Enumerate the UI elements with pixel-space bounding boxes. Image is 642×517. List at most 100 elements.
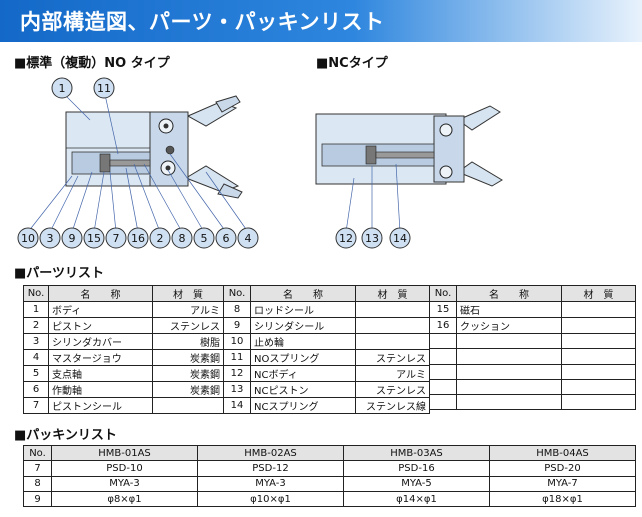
callout-number: 12	[339, 232, 353, 245]
callout-number: 16	[131, 232, 145, 245]
nc-type-heading: ■NCタイプ	[316, 56, 388, 71]
nc-lower-jaw	[456, 161, 503, 187]
part-no: 13	[223, 381, 251, 398]
packing-part: PSD-20	[489, 460, 636, 477]
packing-part: MYA-7	[489, 475, 636, 492]
col-header-model: HMB-01AS	[51, 444, 198, 462]
part-no: 10	[223, 333, 251, 350]
packing-part: MYA-3	[197, 475, 344, 492]
part-material: ステンレス	[355, 381, 430, 398]
callout-number: 2	[157, 232, 164, 245]
empty-cell	[561, 394, 636, 411]
col-header-material: 材 質	[152, 285, 224, 302]
part-material	[561, 317, 636, 334]
callout-number: 4	[245, 232, 252, 245]
empty-cell	[456, 348, 562, 365]
part-name: NCボディ	[250, 365, 356, 382]
part-name: 止め輪	[250, 333, 356, 350]
col-header-material: 材 質	[355, 285, 430, 302]
callout-bubble: 9	[61, 227, 83, 249]
callout-bubble: 10	[17, 227, 39, 249]
piston	[99, 153, 111, 173]
col-header-model: HMB-04AS	[489, 444, 636, 462]
part-material: 炭素鋼	[152, 365, 224, 382]
empty-cell	[429, 363, 457, 380]
nc-piston	[365, 145, 377, 165]
part-name: ロッドシール	[250, 301, 356, 318]
part-no: 2	[23, 317, 49, 334]
part-material: ステンレス	[152, 317, 224, 334]
part-no: 4	[23, 349, 49, 366]
packing-part: φ18×φ1	[489, 490, 636, 508]
packing-part: φ14×φ1	[343, 490, 490, 508]
col-header-no: No.	[23, 444, 52, 462]
empty-cell	[561, 378, 636, 396]
packing-part: PSD-16	[343, 460, 490, 477]
table-row	[429, 348, 636, 365]
nc-type-diagram: 12 13 14	[315, 105, 503, 249]
packing-part: φ8×φ1	[51, 490, 198, 508]
part-no: 7	[23, 397, 49, 414]
empty-cell	[456, 378, 562, 396]
empty-cell	[429, 394, 457, 411]
col-header-no: No.	[429, 285, 457, 302]
part-name: NOスプリング	[250, 349, 356, 366]
part-material	[355, 317, 430, 334]
part-no: 16	[429, 317, 457, 334]
part-no: 11	[223, 349, 251, 366]
part-name: ピストン	[48, 317, 153, 334]
part-name: ピストンシール	[48, 397, 153, 414]
callout-number: 6	[223, 232, 230, 245]
title-banner: 内部構造図、パーツ・パッキンリスト	[0, 0, 642, 42]
table-row	[429, 332, 636, 350]
empty-cell	[456, 363, 562, 380]
col-header-model: HMB-02AS	[197, 444, 344, 462]
nc-pivot-lower	[439, 165, 453, 179]
packing-part: MYA-3	[51, 475, 198, 492]
part-no: 3	[23, 333, 49, 350]
packing-no: 9	[23, 490, 52, 508]
lower-finger	[217, 183, 243, 199]
no-type-heading: ■標準（複動）NO タイプ	[14, 56, 170, 71]
nc-upper-jaw	[456, 105, 501, 131]
empty-cell	[429, 332, 457, 350]
part-no: 15	[429, 301, 457, 318]
part-name: マスタージョウ	[48, 349, 153, 366]
callout-bubble: 11	[93, 77, 115, 99]
packing-heading: ■パッキンリスト	[14, 428, 117, 443]
col-header-name: 名 称	[456, 285, 562, 302]
empty-cell	[561, 363, 636, 380]
part-name: シリンダカバー	[48, 333, 153, 350]
col-header-model: HMB-03AS	[343, 444, 490, 462]
callout-number: 13	[365, 232, 379, 245]
col-header-name: 名 称	[48, 285, 153, 302]
packing-no: 7	[23, 460, 52, 477]
empty-cell	[429, 378, 457, 396]
callout-bubble: 3	[39, 227, 61, 249]
part-material: 炭素鋼	[152, 381, 224, 398]
part-material: 樹脂	[152, 333, 224, 350]
col-header-no: No.	[223, 285, 251, 302]
callout-bubble: 16	[127, 227, 149, 249]
nc-rod	[375, 151, 435, 159]
part-name: 支点軸	[48, 365, 153, 382]
callout-number: 9	[69, 232, 76, 245]
col-header-material: 材 質	[561, 285, 636, 302]
callout-bubble: 2	[149, 227, 171, 249]
callout-bubble: 14	[389, 227, 411, 249]
